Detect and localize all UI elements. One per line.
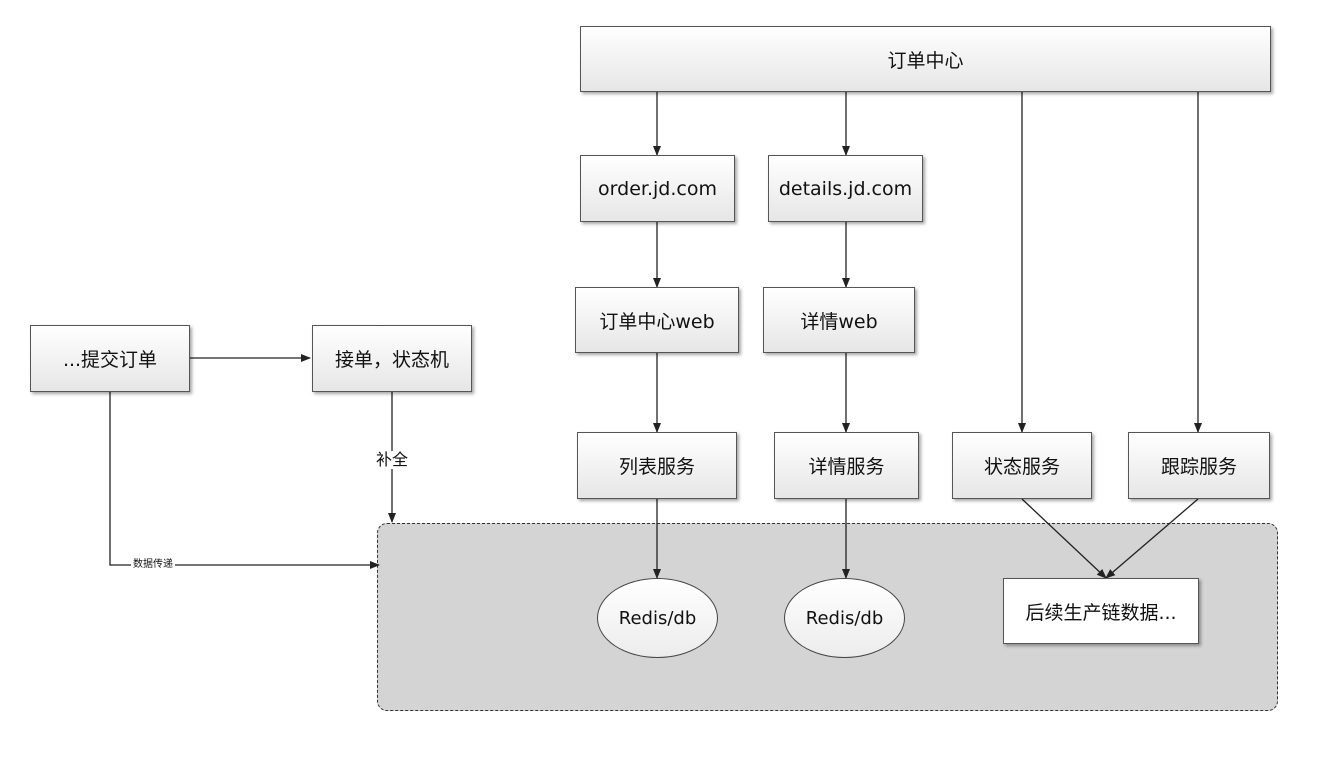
- details-domain-node: details.jd.com: [768, 155, 923, 222]
- tracking-service-node: 跟踪服务: [1128, 432, 1270, 499]
- status-service-label: 状态服务: [983, 456, 1060, 478]
- list-service-node: 列表服务: [577, 432, 737, 499]
- details-web-label: 详情web: [800, 310, 878, 333]
- submit-order-node: ...提交订单: [30, 325, 190, 392]
- order-center-node: 订单中心: [580, 26, 1271, 92]
- redis-db-label-1: Redis/db: [618, 607, 697, 629]
- order-center-label: 订单中心: [887, 49, 964, 72]
- data-transfer-edge-label: 数据传递: [131, 559, 175, 571]
- order-center-web-node: 订单中心web: [575, 287, 739, 353]
- details-web-node: 详情web: [763, 287, 915, 353]
- details-domain-label: details.jd.com: [778, 177, 913, 200]
- order-domain-label: order.jd.com: [598, 177, 717, 200]
- order-domain-node: order.jd.com: [580, 155, 735, 222]
- accept-order-label: 接单，状态机: [334, 349, 449, 371]
- edge-submit-to-region: [109, 392, 380, 569]
- supplement-edge-label: 补全: [374, 450, 411, 469]
- submit-order-label: ...提交订单: [62, 349, 158, 371]
- downstream-data-label: 后续生产链数据...: [1025, 601, 1177, 624]
- redis-db-node-1: Redis/db: [597, 578, 718, 658]
- tracking-service-label: 跟踪服务: [1160, 456, 1237, 478]
- edge-tracking-service-to-downstream: [1105, 498, 1199, 579]
- details-service-node: 详情服务: [774, 432, 919, 499]
- accept-order-node: 接单，状态机: [312, 325, 472, 392]
- details-service-label: 详情服务: [808, 456, 885, 478]
- status-service-node: 状态服务: [952, 432, 1092, 499]
- order-center-web-label: 订单中心web: [599, 310, 715, 333]
- list-service-label: 列表服务: [618, 456, 695, 478]
- redis-db-node-2: Redis/db: [784, 578, 905, 658]
- edge-status-service-to-downstream: [1021, 498, 1107, 579]
- downstream-data-node: 后续生产链数据...: [1003, 578, 1199, 644]
- redis-db-label-2: Redis/db: [805, 607, 884, 629]
